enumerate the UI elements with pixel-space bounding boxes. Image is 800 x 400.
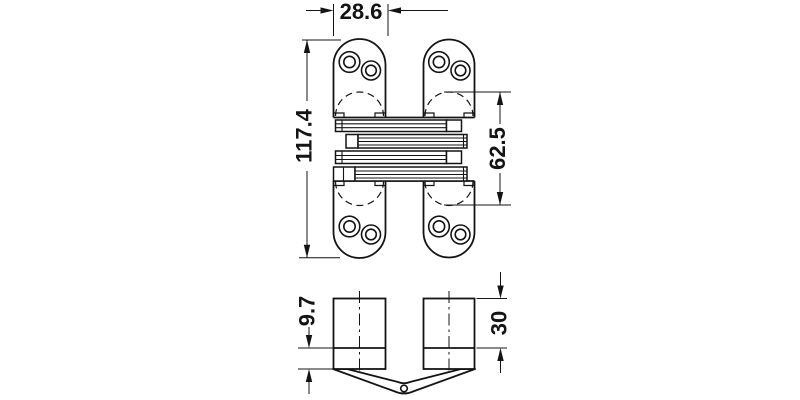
dashed-arc: [334, 181, 385, 207]
dim-label-plate-offset: 9.7: [295, 296, 320, 327]
screw-holes: [338, 50, 471, 245]
screw-hole: [342, 55, 356, 69]
dim-label-overall-length: 117.4: [292, 108, 317, 163]
dim-plate-offset: 9.7: [295, 296, 334, 394]
dim-drill-span: 62.5: [444, 91, 511, 206]
link-end-block: [332, 166, 356, 182]
screw-hole: [364, 228, 378, 241]
link-end-block: [445, 150, 463, 165]
dim-label-plate-width: 28.6: [340, 0, 383, 24]
front-view: 28.6 117.4 62.5: [292, 0, 511, 259]
dim-label-drill-span: 62.5: [485, 127, 510, 170]
corner-notches: [333, 112, 475, 187]
pivot-hole: [399, 384, 409, 393]
arrowhead-up: [303, 40, 311, 53]
screw-hole: [432, 220, 446, 234]
screw-hole: [432, 55, 446, 69]
dim-body-depth: 30: [476, 272, 512, 373]
link-bar: [334, 150, 448, 165]
screw-hole: [454, 64, 467, 77]
screw-hole: [364, 64, 378, 77]
link-end-block: [345, 133, 359, 149]
arrowhead-left: [388, 7, 401, 14]
link-end-block: [445, 119, 463, 133]
dim-label-body-depth: 30: [487, 311, 512, 335]
screw-hole: [454, 228, 467, 241]
arrowhead-down: [497, 285, 504, 299]
arrowhead-up: [305, 369, 313, 382]
arrowhead-down: [303, 244, 311, 258]
side-view: 9.7 30: [295, 272, 512, 395]
arrowhead-down: [305, 335, 313, 348]
hinge-linkage: [332, 119, 468, 182]
arrowhead-up: [497, 348, 504, 361]
arrowhead-down: [496, 192, 504, 205]
link-bar: [334, 119, 448, 133]
arrowhead-up: [496, 92, 504, 105]
screw-hole: [342, 220, 356, 234]
dim-overall-length: 117.4: [292, 39, 341, 259]
dim-plate-width: 28.6: [306, 0, 448, 36]
arrowhead-right: [320, 7, 334, 14]
dashed-arc: [334, 91, 385, 117]
